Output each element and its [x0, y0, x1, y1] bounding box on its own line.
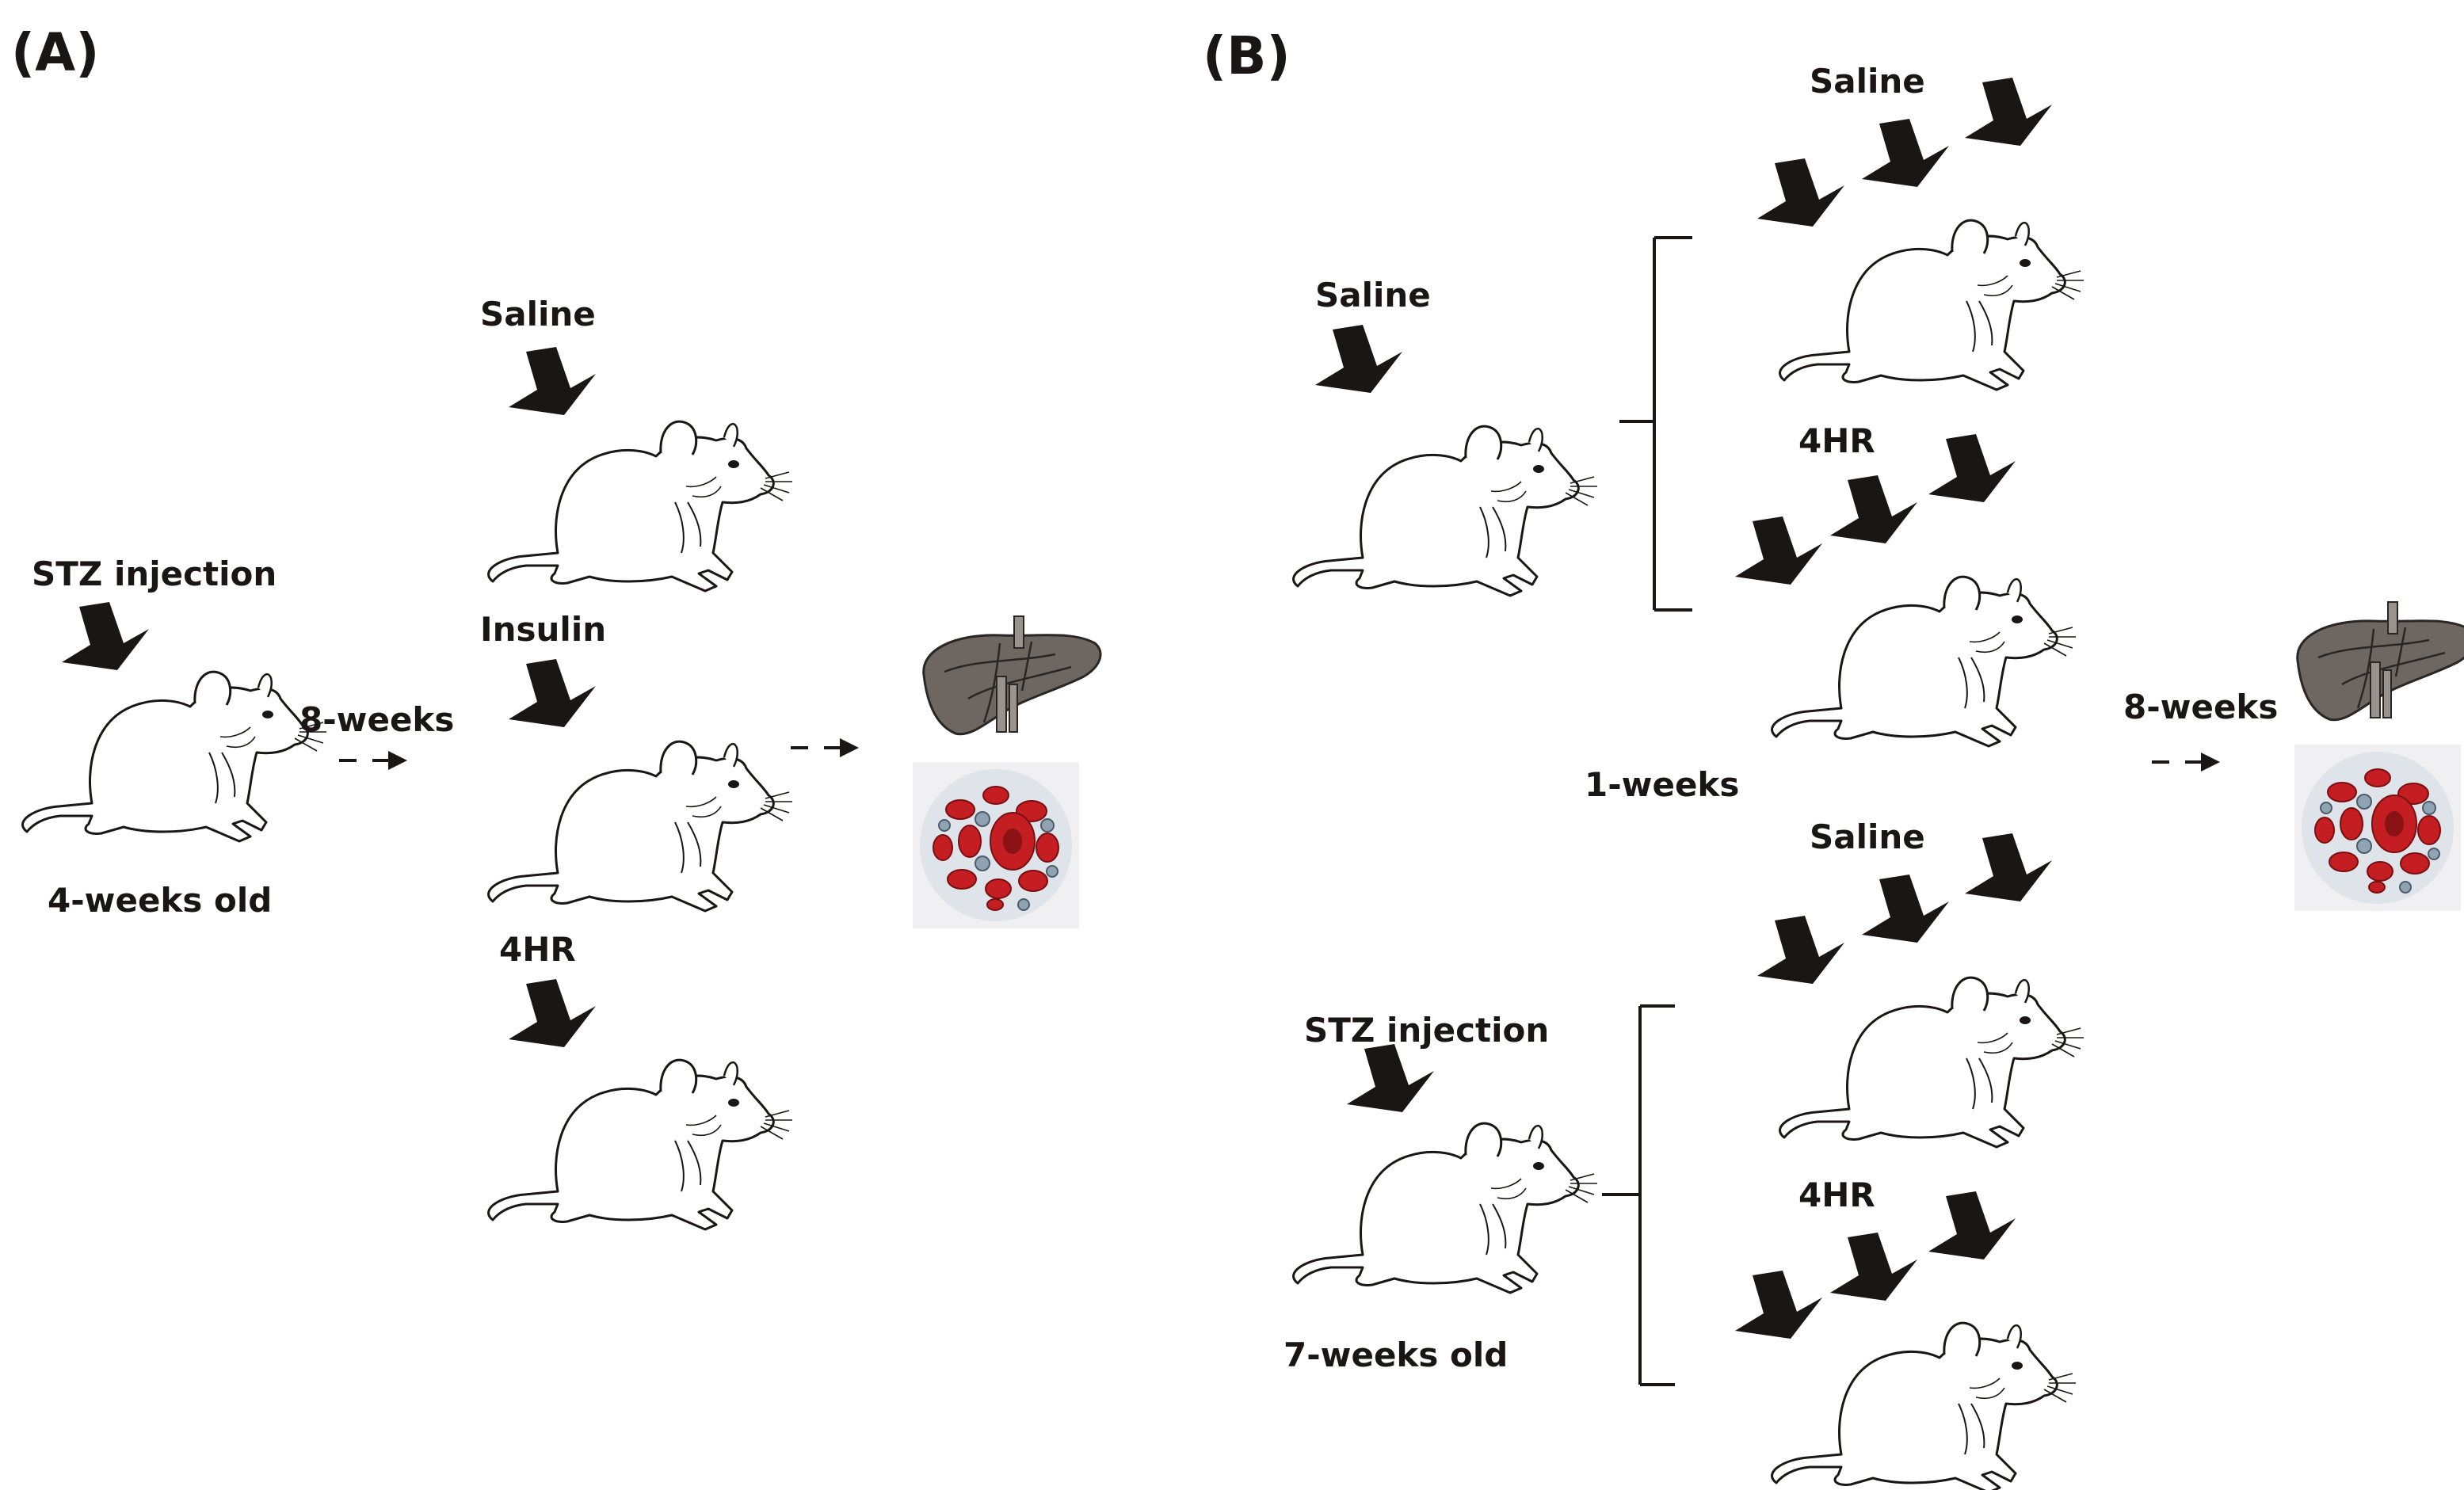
group-label-4hr-lower-b: 4HR [1798, 1176, 1875, 1214]
injection-arrow-icon [509, 979, 596, 1047]
bracket-lower [1602, 1004, 1675, 1386]
injection-arrow-icon [1862, 875, 1949, 943]
duration-label-b: 8-weeks [2123, 688, 2279, 726]
mouse-insulin-a [487, 740, 794, 913]
duration-label-a: 8-weeks [299, 700, 455, 739]
saline-control-label-b: Saline [1315, 276, 1431, 314]
pretreatment-duration-label: 1-weeks [1585, 765, 1740, 804]
mouse-saline-upper-b [1779, 219, 2085, 391]
stz-injection-label-a: STZ injection [32, 554, 277, 593]
liver-icon [2296, 600, 2464, 722]
injection-arrow-icon [62, 602, 149, 670]
injection-arrow-icon [1928, 434, 2016, 502]
panel-b-label: (B) [1203, 25, 1291, 86]
mouse-4hr-lower-b [1771, 1321, 2077, 1490]
injection-arrow-icon [1830, 1233, 1917, 1301]
stz-injection-label-b: STZ injection [1304, 1011, 1550, 1050]
mouse-4hr-a [487, 1058, 794, 1231]
mouse-saline-a [487, 420, 794, 593]
injection-arrow-icon [1862, 119, 1949, 187]
group-label-saline-upper-b: Saline [1810, 62, 1925, 101]
injection-arrow-icon [1928, 1191, 2016, 1259]
age-label-b: 7-weeks old [1283, 1336, 1509, 1374]
group-label-4hr-a: 4HR [499, 930, 576, 969]
injection-arrow-icon [1735, 1271, 1822, 1339]
age-label-a: 4-weeks old [48, 881, 273, 920]
injection-arrow-icon [1347, 1044, 1434, 1112]
group-label-saline-a: Saline [480, 295, 596, 333]
mouse-stz-b [1292, 1122, 1599, 1294]
mouse-4hr-upper-b [1771, 575, 2077, 748]
panel-a-label: (A) [11, 22, 100, 83]
group-label-insulin-a: Insulin [480, 610, 607, 649]
injection-arrow-icon [1315, 325, 1402, 393]
group-label-saline-lower-b: Saline [1810, 817, 1925, 856]
injection-arrow-icon [1830, 475, 1917, 543]
injection-arrow-icon [509, 659, 596, 727]
mouse-stz [21, 670, 328, 843]
injection-arrow-icon [1965, 78, 2052, 146]
dashed-arrow-icon [2150, 751, 2222, 773]
mouse-saline-lower-b [1779, 976, 2085, 1149]
injection-arrow-icon [1757, 158, 1844, 227]
injection-arrow-icon [509, 347, 596, 415]
injection-arrow-icon [1965, 833, 2052, 901]
bracket-upper [1619, 236, 1692, 612]
dashed-arrow-icon [338, 749, 409, 772]
mouse-saline-b [1292, 425, 1599, 597]
injection-arrow-icon [1757, 916, 1844, 984]
liver-icon [922, 615, 1102, 736]
blood-cells-icon [912, 761, 1080, 929]
group-label-4hr-upper-b: 4HR [1798, 421, 1875, 460]
blood-cells-icon [2294, 744, 2462, 912]
injection-arrow-icon [1735, 516, 1822, 585]
dashed-arrow-icon [789, 737, 860, 759]
